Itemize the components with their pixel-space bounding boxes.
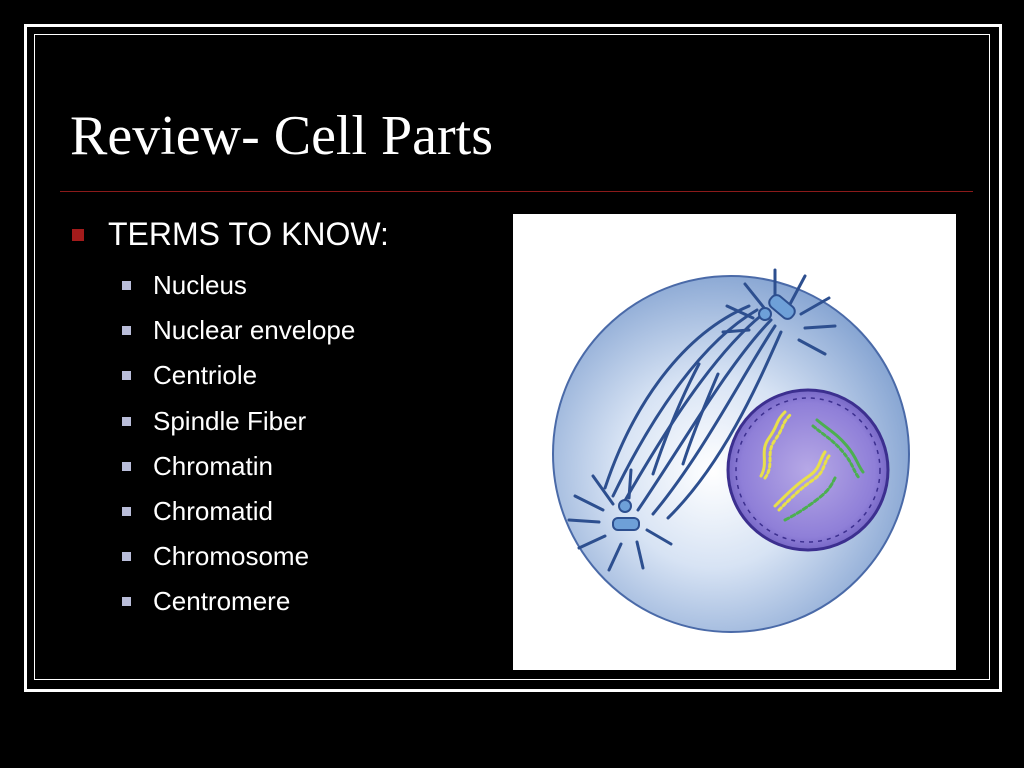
term-text: Nucleus [153, 270, 247, 301]
term-text: Chromatid [153, 496, 273, 527]
slide-border-inner [34, 34, 990, 680]
term-text: Centromere [153, 586, 291, 617]
list-item: Chromatid [122, 489, 355, 534]
list-item: Nucleus [122, 263, 355, 308]
list-item: Spindle Fiber [122, 399, 355, 444]
square-bullet-icon [122, 597, 131, 607]
spindle-fibers [603, 304, 783, 520]
square-bullet-icon [122, 326, 131, 336]
nucleus [726, 388, 890, 552]
terms-list: Nucleus Nuclear envelope Centriole Spind… [122, 263, 355, 625]
list-item: Centromere [122, 579, 355, 624]
term-text: Spindle Fiber [153, 405, 307, 436]
square-bullet-icon [122, 371, 131, 381]
nuclear-envelope [735, 397, 881, 543]
term-text: Chromatin [153, 450, 273, 481]
centriole-upper [758, 294, 796, 321]
square-bullet-icon [122, 461, 131, 471]
list-item: Nuclear envelope [122, 308, 355, 353]
square-bullet-icon [122, 552, 131, 562]
list-item: Chromatin [122, 444, 355, 489]
chromatin-strands [759, 410, 865, 522]
term-text: Nuclear envelope [153, 315, 356, 346]
square-bullet-icon [72, 228, 84, 241]
term-text: Centriole [153, 360, 258, 391]
list-item: Chromosome [122, 534, 355, 579]
slide-title: Review- Cell Parts [70, 105, 494, 167]
term-text: Chromosome [153, 541, 310, 572]
square-bullet-icon [122, 507, 131, 517]
centriole-lower [612, 499, 640, 531]
cell-diagram-graphic [552, 268, 910, 633]
title-divider [60, 191, 973, 192]
square-bullet-icon [122, 281, 131, 291]
aster-rays-lower [567, 468, 673, 572]
main-bullet-text: TERMS TO KNOW: [108, 216, 389, 252]
cell-illustration [513, 214, 956, 670]
list-item: Centriole [122, 353, 355, 398]
slide-border-outer [24, 24, 1002, 692]
square-bullet-icon [122, 416, 131, 426]
main-bullet: TERMS TO KNOW: [72, 216, 389, 253]
